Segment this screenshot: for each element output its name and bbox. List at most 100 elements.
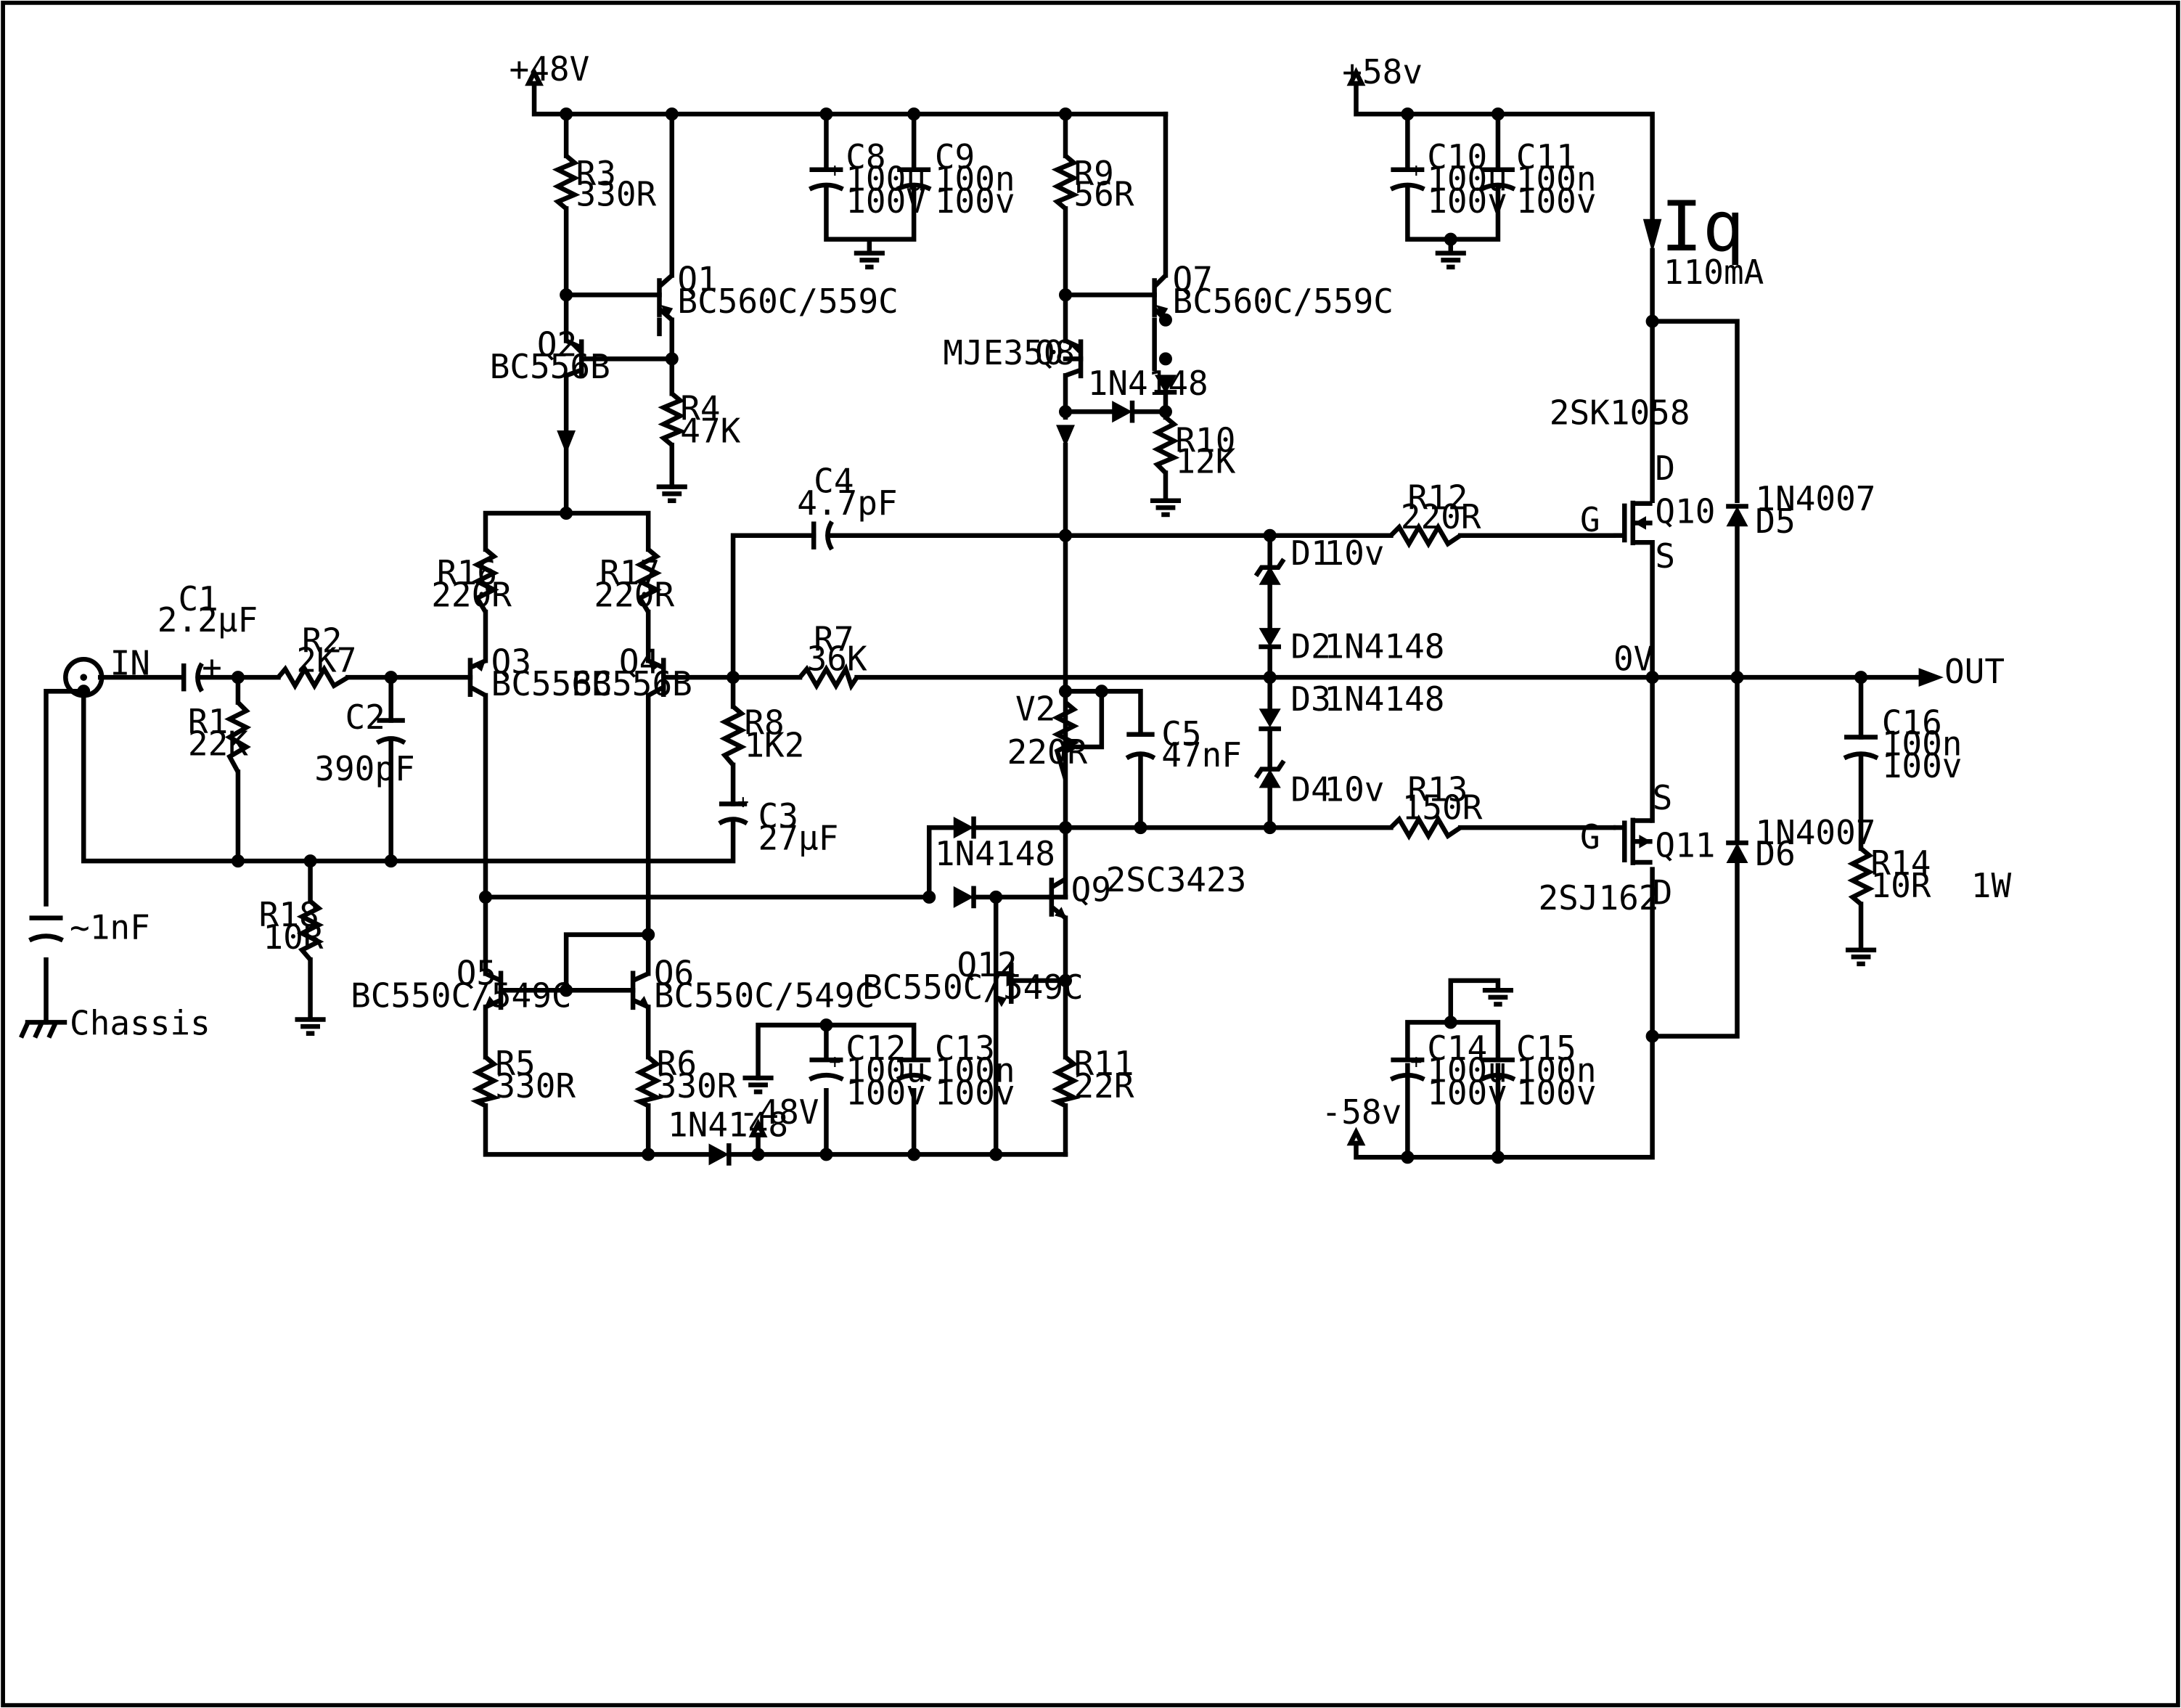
zener-d4 xyxy=(1253,759,1286,788)
r6-value: 330R xyxy=(657,1066,737,1106)
transistors xyxy=(467,218,1662,1010)
c16-value: 100n xyxy=(1882,724,1963,763)
chassis-label: Chassis xyxy=(70,1004,210,1043)
output-label: OUT xyxy=(1944,652,2005,691)
resistor-r13 xyxy=(1389,814,1462,841)
r9-ref: R9 xyxy=(1074,154,1114,193)
resistors xyxy=(224,154,1875,1108)
c2-ref: C2 xyxy=(345,698,385,737)
rail-label-pos58: +58v xyxy=(1342,52,1423,91)
diode-d5 xyxy=(1726,504,1748,527)
resistor-r2 xyxy=(276,664,349,691)
c12-value2: 100v xyxy=(846,1073,926,1112)
q7-ref: Q7 xyxy=(1173,259,1213,298)
r4-ref: R4 xyxy=(680,389,720,428)
r18-value: 10R xyxy=(263,918,323,957)
d5-value: 1N4007 xyxy=(1755,479,1875,518)
transistor-q3 xyxy=(467,658,487,698)
r16-value: 220R xyxy=(431,575,512,614)
c9-ref: C9 xyxy=(935,137,975,176)
zero-volt-label: 0V xyxy=(1613,640,1653,679)
capacitor-chassis xyxy=(28,915,64,943)
resistor-r9 xyxy=(1051,154,1080,211)
r5-ref: R5 xyxy=(495,1044,535,1083)
drain-label-q11: D xyxy=(1653,873,1673,912)
r13-value: 150R xyxy=(1402,788,1483,828)
capacitor-c14-c15 xyxy=(1389,1057,1516,1082)
r1-ref: R1 xyxy=(188,702,228,741)
q7-value: BC560C/559C xyxy=(1173,282,1394,321)
q12-value: BC550C/549C xyxy=(862,968,1083,1007)
capacitor-c4 xyxy=(811,520,834,551)
c13-value: 100n xyxy=(935,1051,1015,1090)
c8-value2: 100V xyxy=(846,181,926,221)
c11-value2: 100v xyxy=(1516,181,1597,221)
r11-value: 22R xyxy=(1074,1066,1134,1106)
q10-value: 2SK1058 xyxy=(1550,393,1690,432)
c14-plus: + xyxy=(1410,1051,1422,1074)
q9-ref: Q9 xyxy=(1071,870,1111,910)
r8-ref: R8 xyxy=(744,703,784,743)
r6-ref: R6 xyxy=(657,1044,697,1083)
transistor-q12 xyxy=(994,962,1014,1008)
capacitor-c16 xyxy=(1843,735,1879,761)
c5-value: 47nF xyxy=(1161,735,1242,775)
r10-ref: R10 xyxy=(1175,421,1235,460)
q3-ref: Q3 xyxy=(491,642,531,681)
resistor-r16 xyxy=(472,547,499,613)
diodes xyxy=(708,375,1748,1166)
d1-value: 10v xyxy=(1324,534,1384,573)
c15-value2: 100v xyxy=(1516,1073,1597,1112)
resistor-r12 xyxy=(1389,522,1462,549)
c2-value: 390pF xyxy=(314,749,414,788)
c10-value: 100u xyxy=(1427,160,1507,199)
capacitor-c2 xyxy=(375,718,406,745)
c1-value: 2.2µF xyxy=(157,600,258,640)
capacitor-c12-c13 xyxy=(808,1057,932,1082)
r12-value: 220R xyxy=(1401,497,1481,536)
c14-ref: C14 xyxy=(1427,1029,1487,1068)
d-q9-value: 1N4148 xyxy=(935,834,1055,873)
ground-symbols xyxy=(19,253,1876,1092)
q11-value: 2SJ162 xyxy=(1538,878,1658,918)
resistor-r11 xyxy=(1050,1055,1081,1108)
resistor-r6 xyxy=(633,1055,664,1108)
c12-value: 100u xyxy=(846,1051,926,1090)
resistor-r1 xyxy=(224,700,252,774)
c14-value2: 100v xyxy=(1427,1073,1507,1112)
c8-plus: + xyxy=(829,159,840,181)
q10-ref: Q10 xyxy=(1655,491,1715,531)
transistor-q6 xyxy=(630,971,650,1010)
d3-ref: D3 xyxy=(1290,679,1330,719)
capacitor-c3 xyxy=(718,801,748,826)
r11-ref: R11 xyxy=(1074,1044,1134,1083)
v2-value: 220R xyxy=(1007,732,1088,772)
resistor-r14 xyxy=(1847,846,1875,906)
r7-value: 36K xyxy=(807,640,867,679)
source-label-q10: S xyxy=(1655,536,1675,576)
r3-value: 330R xyxy=(576,175,657,214)
diode-neg48 xyxy=(708,1143,732,1166)
c14-value: 100u xyxy=(1427,1051,1507,1090)
r2-ref: R2 xyxy=(302,621,342,661)
c11-value: 100n xyxy=(1516,160,1597,199)
r1-value: 22K xyxy=(188,724,248,763)
q5-value: BC550C/549C xyxy=(351,976,571,1015)
r16-ref: R16 xyxy=(437,553,497,592)
rail-label-pos48: +48V xyxy=(510,49,590,89)
q8-ref: Q8 xyxy=(1035,333,1075,372)
diode-d6 xyxy=(1726,840,1748,863)
c15-ref: C15 xyxy=(1516,1029,1576,1068)
resistor-r8 xyxy=(719,704,747,767)
r17-value: 220R xyxy=(594,575,674,614)
iq-label: Iq xyxy=(1661,186,1744,267)
transistor-q4 xyxy=(647,658,666,698)
resistor-r18 xyxy=(296,899,324,962)
transistor-q5 xyxy=(484,971,504,1010)
c5-ref: C5 xyxy=(1161,714,1201,753)
mosfet-q11 xyxy=(1613,817,1653,865)
r18-ref: R18 xyxy=(259,895,319,934)
capacitor-c8 xyxy=(808,111,932,256)
potentiometer-v2 xyxy=(1052,700,1079,780)
resistor-r7 xyxy=(798,663,859,691)
